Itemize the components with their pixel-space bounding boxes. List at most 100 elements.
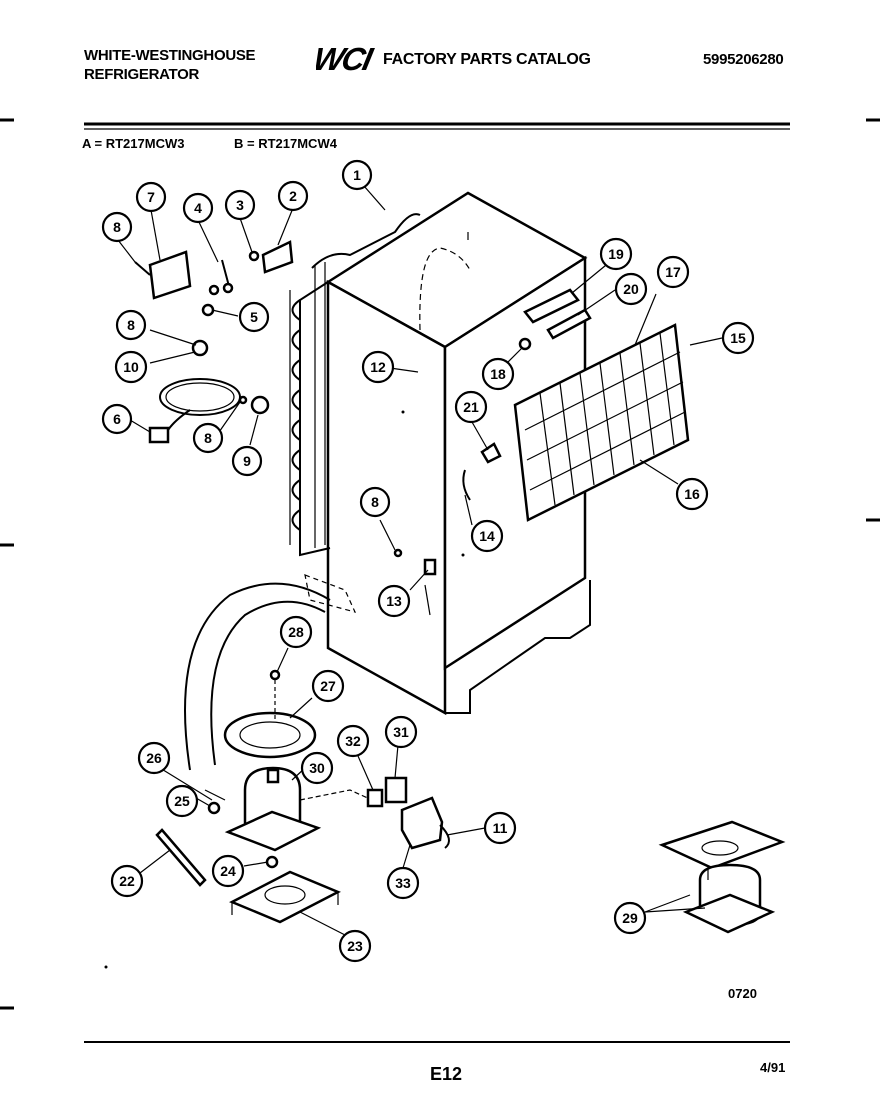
svg-text:30: 30 xyxy=(309,760,325,776)
callout-5: 5 xyxy=(238,301,270,333)
leader-lines xyxy=(117,185,723,936)
svg-text:27: 27 xyxy=(320,678,336,694)
strap xyxy=(155,828,207,887)
callout-20: 20 xyxy=(614,272,648,306)
callout-18: 18 xyxy=(481,357,515,391)
svg-text:32: 32 xyxy=(345,733,361,749)
small-parts xyxy=(393,337,532,616)
svg-text:18: 18 xyxy=(490,366,506,382)
callout-16: 16 xyxy=(675,477,709,511)
callout-19: 19 xyxy=(599,237,633,271)
svg-text:10: 10 xyxy=(123,359,139,375)
callout-21: 21 xyxy=(454,390,488,424)
revision-date: 4/91 xyxy=(760,1060,786,1075)
callout-7: 7 xyxy=(135,181,167,213)
svg-text:17: 17 xyxy=(665,264,681,280)
svg-text:12: 12 xyxy=(370,359,386,375)
drain-pan xyxy=(223,669,317,759)
callout-4: 4 xyxy=(182,192,214,224)
svg-text:8: 8 xyxy=(127,317,135,333)
catalog-title: FACTORY PARTS CATALOG xyxy=(383,51,591,68)
svg-text:20: 20 xyxy=(623,281,639,297)
callout-23: 23 xyxy=(338,929,372,963)
catalog-number: 5995206280 xyxy=(703,51,784,68)
drain-tube xyxy=(184,574,357,771)
callout-29: 29 xyxy=(613,901,647,935)
svg-text:8: 8 xyxy=(371,494,379,510)
model-b-label: B = RT217MCW4 xyxy=(234,136,337,151)
svg-text:5: 5 xyxy=(250,309,258,325)
svg-text:4: 4 xyxy=(194,200,202,216)
callout-6: 6 xyxy=(101,403,133,435)
callout-12: 12 xyxy=(361,350,395,384)
callout-8-mid: 8 xyxy=(115,309,147,341)
callout-8-cabinet: 8 xyxy=(359,486,391,518)
washer xyxy=(207,801,221,815)
brand-name: WHITE-WESTINGHOUSE xyxy=(84,47,256,64)
callout-13: 13 xyxy=(377,584,411,618)
callout-27: 27 xyxy=(311,669,345,703)
callout-22: 22 xyxy=(110,864,144,898)
callout-8-lower: 8 xyxy=(192,422,224,454)
logo-text: WCI xyxy=(316,41,377,76)
evaporator-coil xyxy=(513,323,690,522)
svg-text:25: 25 xyxy=(174,793,190,809)
callout-14: 14 xyxy=(470,519,504,553)
stray-dot xyxy=(104,965,108,969)
figure-code: 0720 xyxy=(728,986,757,1001)
svg-text:8: 8 xyxy=(113,219,121,235)
page-code: E12 xyxy=(430,1064,463,1084)
alternate-compressor-assembly xyxy=(658,820,786,934)
condenser-coil xyxy=(289,213,421,557)
callout-26: 26 xyxy=(137,741,171,775)
svg-text:7: 7 xyxy=(147,189,155,205)
svg-text:11: 11 xyxy=(493,820,508,836)
svg-text:31: 31 xyxy=(393,724,409,740)
svg-text:19: 19 xyxy=(608,246,624,262)
brand-block: WHITE-WESTINGHOUSE REFRIGERATOR xyxy=(84,46,256,84)
svg-text:8: 8 xyxy=(204,430,212,446)
callout-11: 11 xyxy=(483,811,517,845)
callout-8-top: 8 xyxy=(101,211,133,243)
callout-24: 24 xyxy=(211,854,245,888)
callout-17: 17 xyxy=(656,255,690,289)
svg-text:33: 33 xyxy=(395,875,411,891)
callout-32: 32 xyxy=(336,724,370,758)
wci-logo: WCI xyxy=(316,41,377,76)
callout-25: 25 xyxy=(165,784,199,818)
stray-dot xyxy=(461,553,465,557)
svg-text:6: 6 xyxy=(113,411,121,427)
model-a-label: A = RT217MCW3 xyxy=(82,136,185,151)
compressor xyxy=(224,766,373,852)
relay-parts xyxy=(366,776,450,850)
callout-10: 10 xyxy=(114,350,148,384)
svg-text:21: 21 xyxy=(463,399,479,415)
callout-28-top: 28 xyxy=(279,615,313,649)
svg-text:22: 22 xyxy=(119,873,135,889)
svg-text:28: 28 xyxy=(288,624,304,640)
callout-15: 15 xyxy=(721,321,755,355)
callout-3: 3 xyxy=(224,189,256,221)
callout-33: 33 xyxy=(386,866,420,900)
svg-text:1: 1 xyxy=(353,167,361,183)
svg-text:26: 26 xyxy=(146,750,162,766)
stray-dot xyxy=(401,410,405,414)
evaporator-bracket xyxy=(523,288,592,340)
svg-text:3: 3 xyxy=(236,197,244,213)
svg-text:16: 16 xyxy=(684,486,700,502)
callout-2: 2 xyxy=(277,180,309,212)
product-type: REFRIGERATOR xyxy=(84,66,200,83)
control-parts xyxy=(134,240,294,444)
mounting-bracket xyxy=(229,855,341,924)
callout-30: 30 xyxy=(300,751,334,785)
callout-31: 31 xyxy=(384,715,418,749)
clip xyxy=(204,789,226,801)
svg-text:13: 13 xyxy=(386,593,402,609)
callout-9: 9 xyxy=(231,445,263,477)
svg-text:23: 23 xyxy=(347,938,363,954)
svg-text:2: 2 xyxy=(289,188,297,204)
svg-text:24: 24 xyxy=(220,863,236,879)
svg-text:29: 29 xyxy=(622,910,638,926)
callout-1: 1 xyxy=(341,159,373,191)
